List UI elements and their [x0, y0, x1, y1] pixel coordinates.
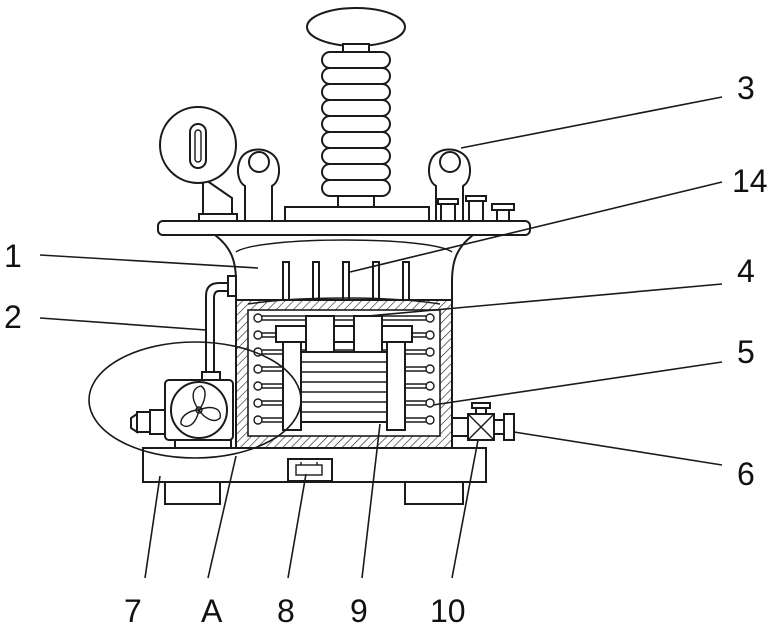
transformer-core — [276, 316, 412, 430]
callout-A: A — [201, 593, 223, 629]
callout-9: 9 — [350, 593, 368, 629]
terminals — [438, 196, 514, 221]
callout-1: 1 — [4, 238, 22, 274]
leader-2 — [40, 318, 206, 330]
leader-3 — [461, 97, 722, 148]
leader-7 — [145, 476, 160, 578]
oil-gauge — [160, 107, 237, 221]
leader-8 — [288, 474, 306, 578]
callout-10: 10 — [430, 593, 466, 629]
callout-5: 5 — [737, 334, 755, 370]
leader-6 — [514, 432, 722, 465]
callout-2: 2 — [4, 299, 22, 335]
drain-valve — [452, 403, 514, 440]
callout-3: 3 — [737, 70, 755, 106]
leader-1 — [40, 255, 258, 268]
callout-7: 7 — [124, 593, 142, 629]
top-cover-plate — [158, 221, 530, 235]
callout-14: 14 — [732, 163, 768, 199]
callout-8: 8 — [277, 593, 295, 629]
battery-box — [288, 459, 332, 481]
feed-pipe — [206, 276, 236, 372]
callout-6: 6 — [737, 456, 755, 492]
bushing-insulator — [285, 8, 429, 221]
leader-5 — [433, 362, 722, 405]
lifting-lug-left — [238, 150, 279, 222]
callout-4: 4 — [737, 253, 755, 289]
